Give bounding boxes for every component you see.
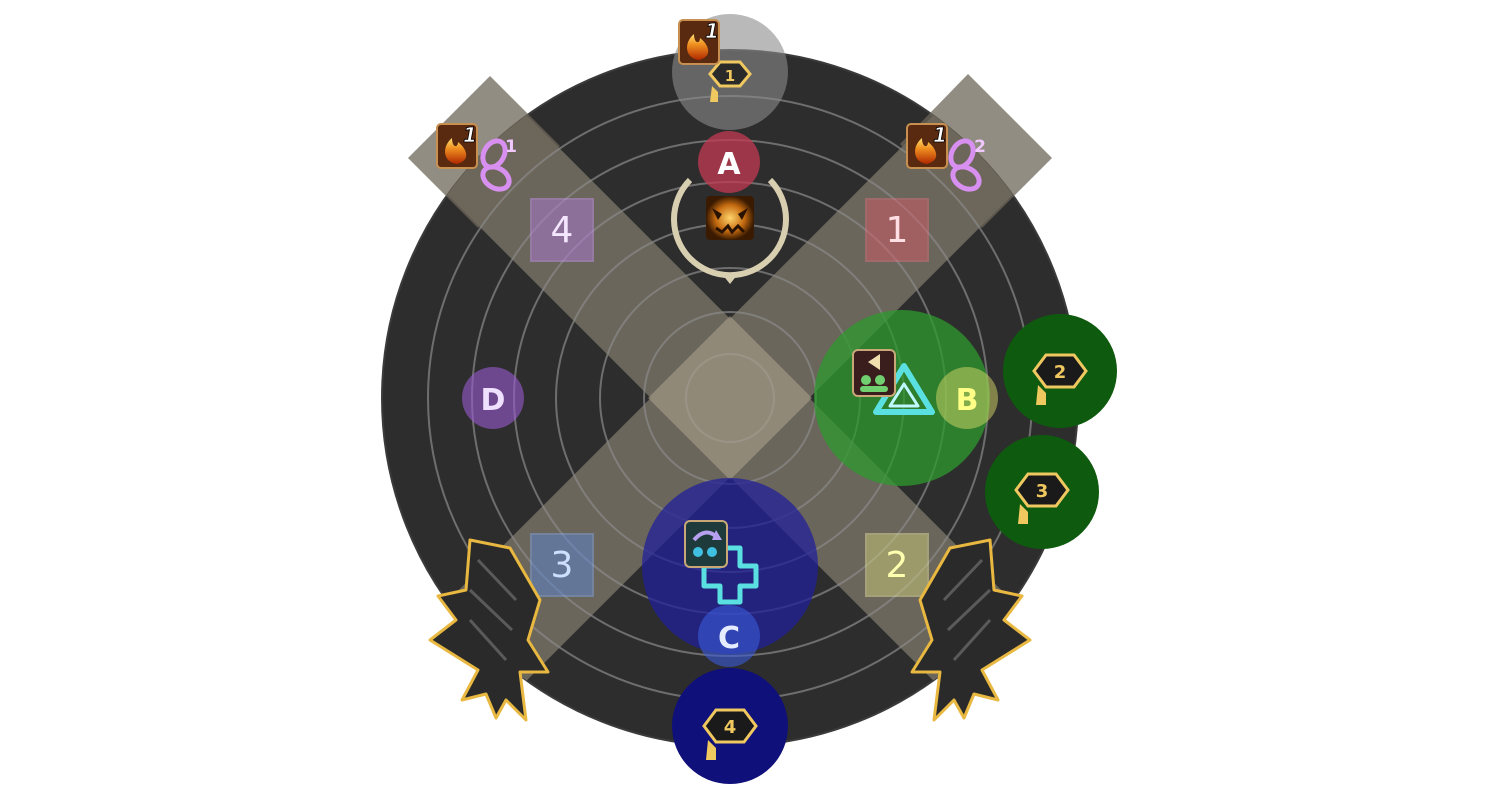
waymark-d[interactable]: D (462, 367, 524, 429)
tower-1[interactable]: 1 (708, 60, 752, 102)
fire-debuff-top[interactable]: 1 (678, 19, 720, 65)
waymark-a[interactable]: A (698, 131, 760, 193)
tower-4-label: 4 (724, 717, 737, 738)
fire-debuff-right-stack: 1 (933, 123, 947, 147)
waymark-1[interactable]: 1 (865, 198, 929, 262)
waymark-c[interactable]: C (698, 605, 760, 667)
dragon-claw-left-icon[interactable] (428, 538, 550, 722)
waymark-d-label: D (481, 383, 506, 418)
waymark-4-label: 4 (551, 210, 574, 251)
tower-4[interactable]: 4 (702, 708, 758, 760)
tower-3[interactable]: 3 (1014, 472, 1070, 524)
waymark-3[interactable]: 3 (530, 533, 594, 597)
fire-debuff-left-stack: 1 (463, 123, 477, 147)
fire-debuff-top-stack: 1 (705, 19, 719, 43)
waymark-b[interactable]: B (936, 367, 998, 429)
boss-facing-ring (671, 177, 789, 284)
boss-face-icon[interactable] (706, 196, 754, 240)
waymark-3-label: 3 (551, 545, 574, 586)
chain-icon-left[interactable]: 1 (478, 137, 517, 194)
tower-3-label: 3 (1036, 481, 1049, 502)
fire-debuff-left[interactable]: 1 (436, 123, 478, 169)
waymark-4[interactable]: 4 (530, 198, 594, 262)
swap-tether-icon[interactable] (684, 520, 728, 568)
center-diamond (648, 316, 812, 480)
chain-right-number: 2 (974, 137, 986, 157)
waymark-2[interactable]: 2 (865, 533, 929, 597)
tower-1-label: 1 (725, 67, 735, 85)
waymark-c-label: C (718, 621, 740, 656)
waymark-2-label: 2 (886, 545, 909, 586)
tower-2[interactable]: 2 (1032, 353, 1088, 405)
tower-2-label: 2 (1054, 362, 1067, 383)
fire-debuff-right[interactable]: 1 (906, 123, 948, 169)
waymark-b-label: B (956, 383, 979, 418)
dragon-claw-right-icon[interactable] (910, 538, 1032, 722)
waymark-a-label: A (717, 147, 741, 182)
chain-left-number: 1 (505, 137, 517, 157)
party-stack-icon[interactable] (852, 349, 896, 397)
waymark-1-label: 1 (886, 210, 909, 251)
chain-icon-right[interactable]: 2 (946, 137, 986, 194)
